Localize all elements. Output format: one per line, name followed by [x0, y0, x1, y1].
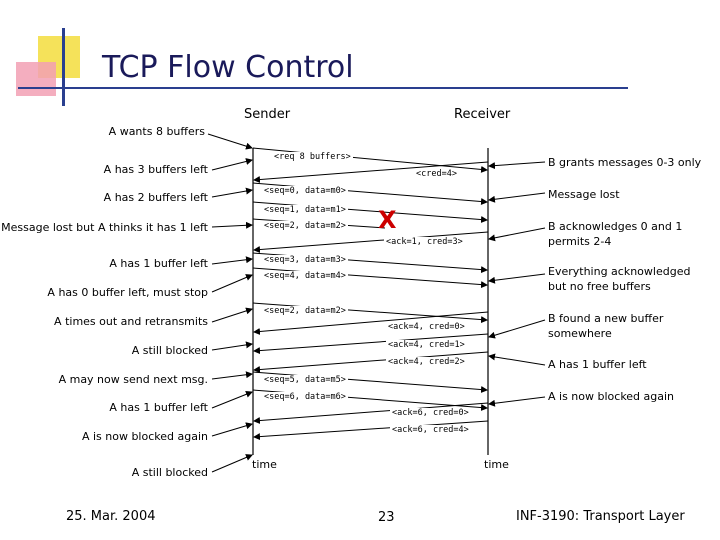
left-note: A is now blocked again — [81, 430, 208, 443]
time-label-receiver: time — [484, 458, 509, 471]
message-arrow-ack4-cred2 — [253, 351, 489, 374]
message-arrow-req — [252, 147, 488, 173]
deco-horizontal-bar — [18, 87, 628, 89]
left-note-arrow — [211, 274, 253, 293]
message-label: <req 8 buffers> — [272, 152, 353, 162]
left-note: A still blocked — [131, 466, 208, 479]
footer-course: INF-3190: Transport Layer — [516, 509, 685, 524]
footer-date: 25. Mar. 2004 — [66, 509, 156, 524]
message-label: <seq=1, data=m1> — [262, 205, 348, 215]
left-note-arrow — [207, 133, 253, 150]
right-note: B acknowledges 0 and 1 permits 2-4 — [548, 220, 683, 248]
right-note: A has 1 buffer left — [548, 358, 647, 371]
message-label: <seq=3, data=m3> — [262, 255, 348, 265]
message-arrow-ack1 — [253, 231, 489, 254]
left-note: A may now send next msg. — [58, 373, 208, 386]
message-label: <seq=6, data=m6> — [262, 392, 348, 402]
left-note: A has 3 buffers left — [103, 163, 208, 176]
left-note-arrow — [211, 221, 253, 229]
message-arrow-seq2-retx — [252, 302, 488, 324]
right-note: Everything acknowledged but no free buff… — [548, 265, 691, 293]
left-note: A wants 8 buffers — [108, 125, 205, 138]
receiver-label: Receiver — [454, 107, 511, 122]
left-note: A times out and retransmits — [54, 315, 208, 328]
message-label: <ack=1, cred=3> — [384, 237, 465, 247]
right-note: Message lost — [548, 188, 620, 201]
deco-pink-square — [16, 62, 56, 96]
sender-label: Sender — [244, 107, 291, 122]
left-note: Message lost but A thinks it has 1 left — [1, 221, 208, 234]
right-note-arrow — [488, 353, 546, 366]
message-arrow-ack6-cred0 — [253, 402, 489, 425]
right-note: A is now blocked again — [548, 390, 675, 403]
message-label: <seq=4, data=m4> — [262, 271, 348, 281]
left-note: A still blocked — [131, 344, 208, 357]
right-note-arrow — [488, 192, 546, 203]
message-label: <seq=2, data=m2> — [262, 306, 348, 316]
left-note-arrow — [211, 187, 253, 198]
right-note: B grants messages 0-3 only — [548, 156, 702, 169]
left-note-arrow — [211, 341, 253, 351]
message-label: <seq=0, data=m0> — [262, 186, 348, 196]
lost-marker-icon: X — [378, 206, 397, 234]
message-arrow-cred4 — [253, 161, 489, 184]
left-note-arrow — [211, 422, 253, 437]
left-note: A has 1 buffer left — [109, 401, 208, 414]
page-title: TCP Flow Control — [102, 50, 354, 85]
left-note-arrow — [211, 307, 253, 323]
left-note-arrow — [211, 371, 253, 380]
right-note-arrow — [488, 319, 546, 339]
message-arrow-ack4-cred0 — [253, 311, 489, 335]
right-note-arrow — [488, 396, 546, 407]
left-note-arrow — [211, 158, 253, 171]
message-label: <ack=6, cred=4> — [390, 425, 471, 435]
left-note: A has 0 buffer left, must stop — [47, 286, 208, 299]
right-note-arrow — [488, 273, 546, 284]
message-arrow-ack6-cred4 — [253, 420, 489, 441]
left-note: A has 2 buffers left — [103, 191, 208, 204]
deco-vertical-bar — [62, 28, 65, 106]
left-note-arrow — [211, 454, 253, 473]
right-note-arrow — [488, 161, 546, 170]
message-label: <seq=5, data=m5> — [262, 375, 348, 385]
time-label-sender: time — [252, 458, 277, 471]
message-label: <ack=4, cred=0> — [386, 322, 467, 332]
message-label: <ack=4, cred=1> — [386, 340, 467, 350]
message-label: <cred=4> — [414, 169, 459, 179]
right-note-arrow — [488, 227, 546, 242]
message-label: <ack=4, cred=2> — [386, 357, 467, 367]
left-note: A has 1 buffer left — [109, 257, 208, 270]
message-label: <ack=6, cred=0> — [390, 408, 471, 418]
left-note-arrow — [211, 390, 253, 409]
message-arrow-ack4-cred1 — [253, 333, 489, 355]
footer-page-number: 23 — [378, 510, 395, 525]
message-label: <seq=2, data=m2> — [262, 221, 348, 231]
left-note-arrow — [211, 256, 253, 265]
message-arrow-seq4 — [252, 267, 488, 289]
right-note: B found a new buffer somewhere — [548, 312, 664, 340]
